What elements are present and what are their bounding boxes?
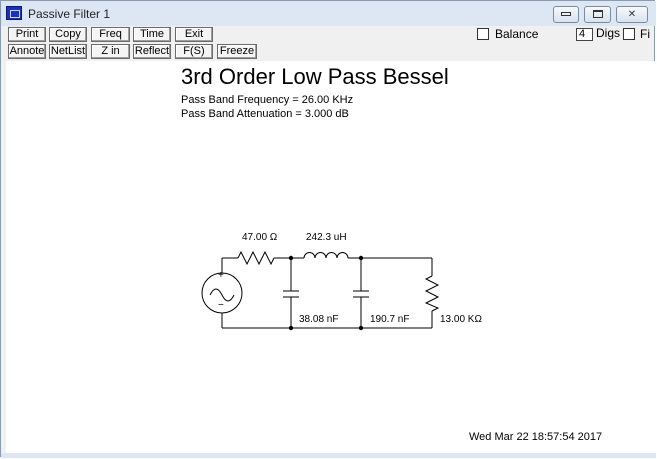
time-button[interactable]: Time	[133, 27, 171, 42]
minimize-icon	[561, 12, 571, 17]
reflect-button[interactable]: Reflect	[133, 44, 171, 59]
junction-dot	[288, 255, 294, 261]
balance-label: Balance	[495, 27, 539, 41]
filter-title: 3rd Order Low Pass Bessel	[181, 64, 449, 89]
capacitor1-value: 38.08 nF	[299, 314, 339, 325]
close-button[interactable]: ✕	[616, 6, 648, 23]
title-bar[interactable]: Passive Filter 1 ✕	[1, 1, 656, 26]
app-icon	[6, 6, 22, 20]
passband-attenuation: Pass Band Attenuation = 3.000 dB	[181, 108, 349, 120]
digs-label: Digs	[596, 26, 621, 40]
timestamp: Wed Mar 22 18:57:54 2017	[469, 431, 603, 443]
junction-dot	[358, 325, 364, 331]
load-resistor-symbol	[424, 275, 440, 312]
window-title: Passive Filter 1	[28, 7, 111, 21]
copy-button[interactable]: Copy	[49, 27, 87, 42]
exit-button[interactable]: Exit	[175, 27, 213, 42]
netlist-button[interactable]: NetList	[49, 44, 87, 59]
junction-dot	[358, 255, 364, 261]
maximize-button[interactable]	[584, 6, 611, 23]
print-button[interactable]: Print	[8, 27, 46, 42]
fi-checkbox[interactable]	[623, 28, 635, 40]
freeze-button[interactable]: Freeze	[217, 44, 257, 59]
z-in-button[interactable]: Z in	[91, 44, 130, 59]
fi-label: Fi	[640, 27, 650, 41]
minimize-button[interactable]	[553, 6, 579, 23]
schematic-canvas	[6, 61, 655, 458]
source-plus-sign: +	[218, 270, 224, 281]
close-icon: ✕	[627, 9, 637, 20]
junction-dot	[288, 325, 294, 331]
freq-button[interactable]: Freq	[91, 27, 130, 42]
inductor-symbol	[303, 252, 349, 259]
source-resistor-value: 47.00 Ω	[242, 232, 278, 243]
digs-input[interactable]: 4	[576, 28, 593, 41]
balance-checkbox[interactable]	[477, 28, 489, 40]
maximize-icon	[592, 10, 603, 19]
source-minus-sign: −	[218, 300, 224, 311]
window-bottom-border	[1, 453, 656, 458]
passband-frequency: Pass Band Frequency = 26.00 KHz	[181, 94, 354, 106]
fs-button[interactable]: F(S)	[175, 44, 213, 59]
load-resistor-value: 13.00 KΩ	[440, 314, 482, 325]
annote-button[interactable]: Annote	[8, 44, 46, 59]
source-resistor-symbol	[237, 250, 275, 266]
inductor-value: 242.3 uH	[306, 232, 347, 243]
capacitor2-value: 190.7 nF	[370, 314, 410, 325]
